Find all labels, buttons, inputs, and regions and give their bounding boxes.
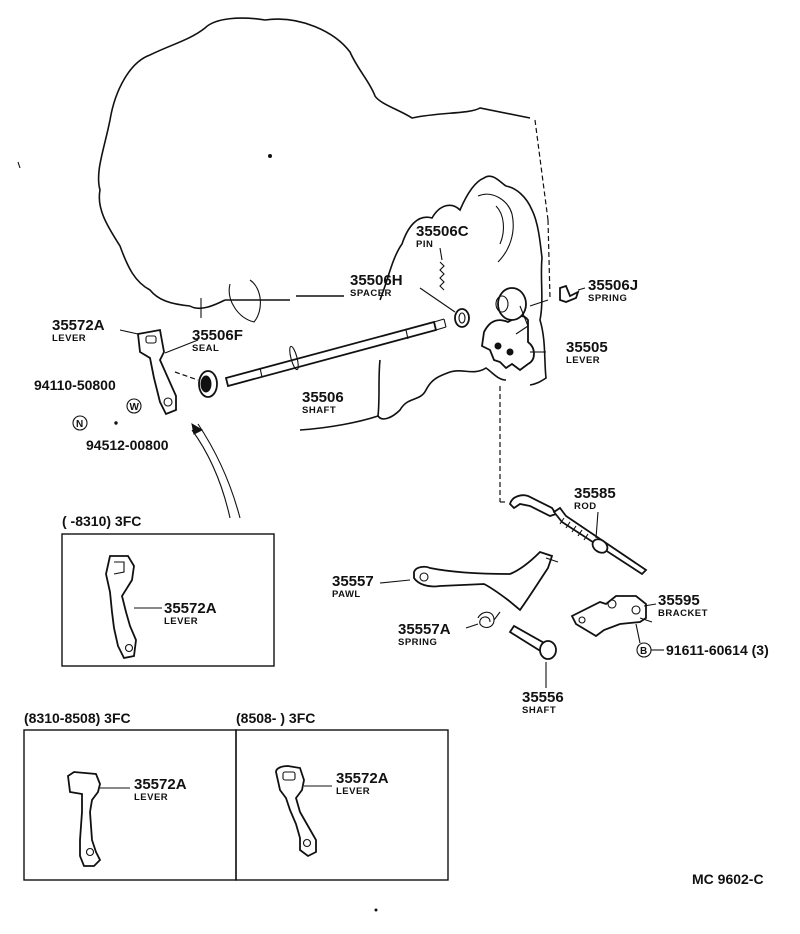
label-bolt-91611-60614: B 91611-60614 (3) [635, 623, 769, 658]
svg-text:B: B [640, 646, 647, 657]
label-nut-94110-50800: 94110-50800 N [34, 377, 116, 431]
bracket-35595-drawing [570, 595, 657, 638]
pin-35506c-drawing [439, 247, 445, 291]
inset-late-3fc: (8508- ) 3FC 35572A LEVER [235, 710, 449, 881]
svg-text:35505: 35505 [566, 339, 608, 356]
transmission-housing-outline [17, 17, 551, 431]
svg-text:(8508- ) 3FC: (8508- ) 3FC [236, 710, 315, 726]
svg-text:PAWL: PAWL [332, 589, 361, 600]
svg-text:LEVER: LEVER [164, 616, 198, 627]
svg-text:BRACKET: BRACKET [658, 608, 708, 619]
svg-text:94110-50800: 94110-50800 [34, 377, 116, 393]
svg-text:35506H: 35506H [350, 272, 403, 289]
svg-text:W: W [130, 402, 140, 413]
spring-35506j-drawing [529, 284, 586, 307]
svg-text:SHAFT: SHAFT [522, 705, 556, 716]
spring-35557a-drawing [465, 611, 501, 629]
label-spacer-35506h: 35506H SPACER [350, 272, 403, 299]
svg-text:94512-00800: 94512-00800 [86, 437, 169, 453]
label-pawl-35557: 35557 PAWL [332, 573, 374, 600]
diagram-code: MC 9602-C [692, 871, 764, 887]
label-lever-35505: 35505 LEVER [566, 339, 608, 366]
svg-text:35506: 35506 [302, 389, 344, 406]
svg-text:LEVER: LEVER [566, 355, 600, 366]
label-seal-35506f: 35506F SEAL [192, 327, 243, 354]
label-spring-35557a: 35557A SPRING [398, 621, 451, 648]
spacer-35506h-drawing [419, 287, 470, 328]
pawl-35557-drawing [379, 550, 559, 612]
svg-text:ROD: ROD [574, 501, 597, 512]
label-shaft-35506: 35506 SHAFT [302, 389, 344, 416]
svg-text:SPACER: SPACER [350, 288, 392, 299]
lever-35572a-main-drawing [119, 328, 177, 416]
inset-early-3fc: ( -8310) 3FC 35572A LEVER [61, 513, 275, 667]
nut-badge-icon [72, 415, 88, 431]
svg-text:LEVER: LEVER [52, 333, 86, 344]
svg-text:PIN: PIN [416, 239, 433, 250]
svg-text:35557: 35557 [332, 573, 374, 590]
svg-text:(8310-8508) 3FC: (8310-8508) 3FC [24, 710, 131, 726]
svg-text:( -8310) 3FC: ( -8310) 3FC [62, 513, 141, 529]
seal-35506f-drawing [164, 339, 218, 398]
svg-text:35506F: 35506F [192, 327, 243, 344]
label-rod-35585: 35585 ROD [574, 485, 616, 512]
svg-text:35595: 35595 [658, 592, 700, 609]
inset-mid-3fc: (8310-8508) 3FC 35572A LEVER [23, 710, 237, 881]
svg-text:LEVER: LEVER [134, 792, 168, 803]
svg-text:35572A: 35572A [52, 317, 105, 334]
svg-text:SHAFT: SHAFT [302, 405, 336, 416]
svg-text:N: N [76, 419, 83, 430]
svg-text:35585: 35585 [574, 485, 616, 502]
label-pin-35506c: 35506C PIN [416, 223, 469, 250]
label-bracket-35595: 35595 BRACKET [658, 592, 708, 619]
label-shaft-35556: 35556 SHAFT [522, 689, 564, 716]
svg-text:SPRING: SPRING [588, 293, 627, 304]
svg-text:SEAL: SEAL [192, 343, 219, 354]
washer-badge-icon [126, 398, 142, 414]
label-lever-35572a: 35572A LEVER [52, 317, 105, 344]
rod-35585-drawing [499, 386, 648, 576]
svg-text:35572A: 35572A [164, 600, 217, 617]
svg-text:LEVER: LEVER [336, 786, 370, 797]
label-spring-35506j: 35506J SPRING [588, 277, 638, 304]
lever-35505-drawing [481, 287, 546, 372]
label-washer-94512-00800: W 94512-00800 [86, 398, 169, 453]
svg-text:91611-60614 (3): 91611-60614 (3) [666, 642, 769, 658]
svg-text:35506C: 35506C [416, 223, 469, 240]
svg-text:35572A: 35572A [134, 776, 187, 793]
svg-text:35506J: 35506J [588, 277, 638, 294]
inset-pointer-arrow [191, 422, 241, 519]
svg-text:35556: 35556 [522, 689, 564, 706]
svg-text:SPRING: SPRING [398, 637, 437, 648]
shaft-35556-drawing [508, 624, 557, 688]
shaft-35506-drawing [224, 318, 447, 388]
svg-text:35557A: 35557A [398, 621, 451, 638]
svg-text:35572A: 35572A [336, 770, 389, 787]
